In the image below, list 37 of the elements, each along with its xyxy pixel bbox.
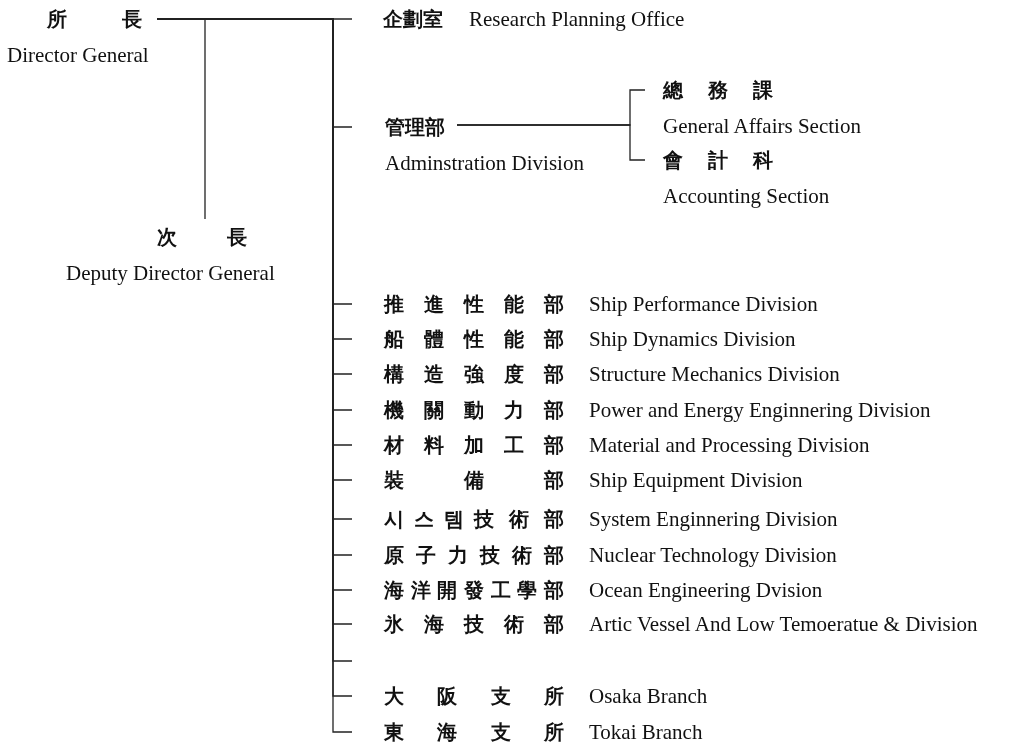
english-name-label: Structure Mechanics Division [589, 361, 840, 388]
english-name-label: Director General [7, 42, 150, 69]
korean-name-label: 會 計 科 [663, 148, 773, 173]
korean-name-label: 次 長 [157, 225, 247, 250]
english-name-label: Tokai Branch [589, 719, 703, 746]
english-name-label: Material and Processing Division [589, 432, 870, 459]
korean-name-label: 大 阪 支 所 [384, 684, 564, 709]
korean-name-label: 總 務 課 [663, 78, 773, 103]
english-name-label: Ocean Engineering Dvision [589, 577, 823, 604]
english-name-label: System Enginnering Division [589, 506, 838, 533]
korean-name-label: 原 子 力 技 術 部 [384, 543, 564, 568]
korean-name-label: 시 스 템 技 術 部 [384, 507, 564, 532]
korean-name-label: 機 關 動 力 部 [384, 398, 564, 423]
korean-name-label: 企劃室 [383, 7, 443, 32]
connector-line [456, 124, 646, 161]
english-name-label: Power and Energy Enginnering Division [589, 397, 931, 424]
korean-name-label: 氷 海 技 術 部 [384, 612, 564, 637]
english-name-label: Artic Vessel And Low Temoeratue & Division [589, 611, 979, 638]
korean-name-label: 推 進 性 能 部 [384, 292, 564, 317]
english-name-label: Research Planning Office [469, 6, 685, 33]
korean-name-label: 材 料 加 工 部 [384, 433, 564, 458]
korean-name-label: 所 長 [47, 7, 142, 32]
korean-name-label: 構 造 強 度 部 [384, 362, 564, 387]
english-name-label: General Affairs Section [663, 113, 862, 140]
english-name-label: Adminstration Division [385, 150, 585, 177]
korean-name-label: 管理部 [385, 115, 445, 140]
english-name-label: Ship Dynamics Division [589, 326, 796, 353]
korean-name-label: 海洋開發工學部 [384, 578, 564, 603]
korean-name-label: 裝 備 部 [384, 468, 564, 493]
english-name-label: Ship Equipment Division [589, 467, 803, 494]
korean-name-label: 船 體 性 能 部 [384, 327, 564, 352]
english-name-label: Ship Performance Division [589, 291, 818, 318]
korean-name-label: 東 海 支 所 [384, 720, 564, 745]
english-name-label: Nuclear Technology Division [589, 542, 837, 569]
english-name-label: Deputy Director General [66, 260, 276, 287]
english-name-label: Osaka Branch [589, 683, 708, 710]
english-name-label: Accounting Section [663, 183, 831, 210]
